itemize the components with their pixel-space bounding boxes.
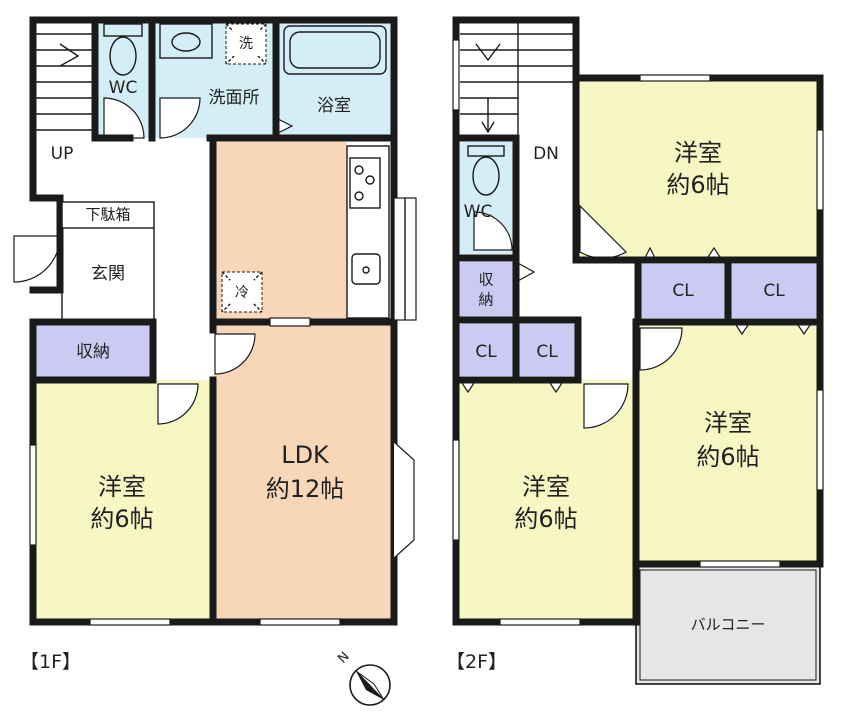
stairs-dn-label: DN [533,144,559,164]
floor-2f: DN WC 収 納 CL CL CL CL 洋室 約6帖 洋室 約6帖 洋室 約… [452,16,824,685]
wc-1f-label: WC [109,78,138,98]
stairs-up-label: UP [51,144,74,164]
closet-d-fill [730,264,818,318]
wc-2f-label: WC [464,202,493,222]
windows-1f [29,197,417,626]
ldk-1f-size: 約12帖 [266,475,345,503]
western-e-fill [638,322,818,564]
stairs-1f [36,33,92,131]
bath-1f-label: 浴室 [317,96,351,116]
floor-2f-tag: 【2F】 [446,651,507,673]
storage-2f-label-1: 収 [478,271,493,289]
western-sw-name: 洋室 [522,473,570,501]
bath-1f-fill [276,20,394,138]
western-ne-fill [577,78,819,260]
closet-b-fill [518,324,576,376]
bathtub-1f [283,25,387,75]
sink-1f [159,23,213,59]
balcony-label: バルコニー [691,616,766,634]
closet-c-label: CL [672,281,694,301]
toilet-1f [103,23,143,76]
western-e-name: 洋室 [704,409,752,437]
balcony-fill [636,566,820,684]
entrance-1f-label: 玄関 [91,264,125,284]
walls-2f [452,16,824,626]
storage-1f-label: 収納 [76,342,110,362]
closet-c-fill [640,264,726,318]
floor-1f-tag: 【1F】 [20,651,81,673]
western-e-size: 約6帖 [696,443,759,471]
compass-north-label: N [335,649,352,666]
western-1f-name: 洋室 [98,473,146,501]
western-1f-size: 約6帖 [90,505,153,533]
floor-1f: WC 洗面所 洗 浴室 UP 下駄箱 玄関 冷 収納 洋室 約6帖 LDK 約1… [13,16,417,626]
storage-1f-fill [33,324,153,378]
doors-2f [458,204,814,429]
western-sw-size: 約6帖 [514,505,577,533]
stairs-2f [460,20,576,138]
washroom-1f-label: 洗面所 [209,88,260,108]
western-ne-size: 約6帖 [666,171,729,199]
windows-2f [452,39,824,626]
kitchen-counter-1f [346,145,390,319]
closet-b-label: CL [536,342,558,362]
compass-icon: N [335,649,391,706]
storage-2f-fill [458,262,514,318]
shoe-cabinet-1f-label: 下駄箱 [85,206,130,224]
closet-a-fill [458,324,514,376]
fridge-1f-label: 冷 [235,285,249,301]
closet-a-label: CL [475,342,497,362]
ldk-1f-name: LDK [281,441,330,469]
closet-d-label: CL [763,281,785,301]
shoe-cabinet-1f [61,201,155,229]
storage-2f-label-2: 納 [478,291,493,309]
western-1f-fill [33,380,213,622]
western-ne-name: 洋室 [674,139,722,167]
washer-1f-label: 洗 [239,36,253,52]
toilet-2f [467,145,505,196]
doors-1f [13,97,294,425]
ldk-1f-fill [215,324,393,622]
